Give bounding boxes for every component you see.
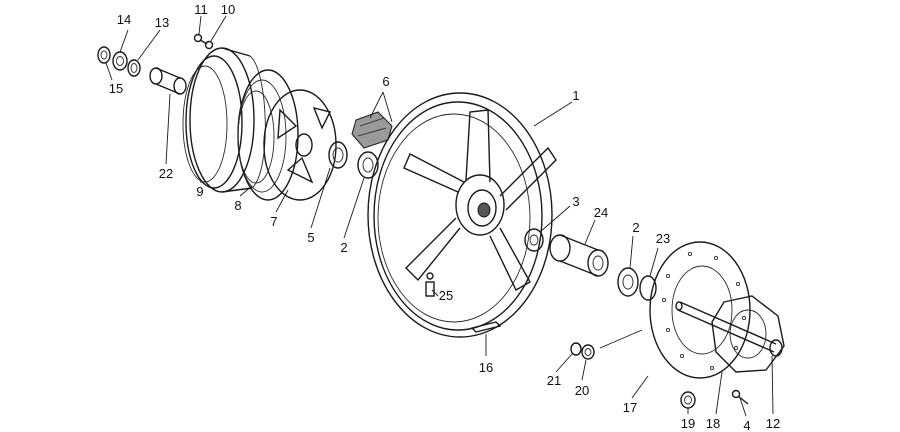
callout-8: 8 bbox=[234, 198, 241, 213]
part-25-valve bbox=[425, 281, 435, 297]
callout-22: 22 bbox=[159, 166, 173, 181]
part-9-brake-drum bbox=[182, 47, 266, 193]
callout-5: 5 bbox=[307, 230, 314, 245]
part-10-washer bbox=[204, 40, 214, 50]
callout-12: 12 bbox=[766, 416, 780, 431]
part-13-washer bbox=[127, 59, 141, 77]
part-21-washer bbox=[570, 342, 582, 356]
callout-10: 10 bbox=[221, 2, 235, 17]
callout-23: 23 bbox=[656, 231, 670, 246]
callout-25: 25 bbox=[439, 288, 453, 303]
callout-13: 13 bbox=[155, 15, 169, 30]
callout-2-right: 2 bbox=[632, 220, 639, 235]
part-2-bearing-right bbox=[617, 267, 639, 297]
callout-24: 24 bbox=[594, 205, 608, 220]
part-20-washer bbox=[581, 344, 595, 360]
callout-21: 21 bbox=[547, 373, 561, 388]
callout-9: 9 bbox=[196, 184, 203, 199]
part-7-brake-plate bbox=[263, 89, 337, 201]
part-3-spindle-end bbox=[524, 228, 544, 252]
part-15-nut bbox=[97, 46, 111, 64]
part-14-washer bbox=[112, 51, 128, 71]
callout-3: 3 bbox=[572, 194, 579, 209]
part-22-spacer bbox=[149, 67, 187, 95]
callout-15: 15 bbox=[109, 81, 123, 96]
callout-18: 18 bbox=[706, 416, 720, 431]
part-23-circlip bbox=[639, 275, 657, 301]
callout-11: 11 bbox=[194, 2, 208, 17]
callout-19: 19 bbox=[681, 416, 695, 431]
callout-1: 1 bbox=[572, 88, 579, 103]
callout-4: 4 bbox=[743, 418, 750, 432]
part-11-screw bbox=[193, 33, 208, 45]
part-12-axle bbox=[675, 301, 783, 357]
part-4-bolt bbox=[731, 389, 749, 405]
part-5-seal bbox=[328, 141, 348, 169]
part-18-carrier bbox=[711, 295, 785, 373]
callout-6: 6 bbox=[382, 74, 389, 89]
callouts: 14 13 15 11 10 22 9 8 7 5 2 6 1 3 24 2 2… bbox=[109, 2, 780, 432]
callout-7: 7 bbox=[270, 214, 277, 229]
callout-17: 17 bbox=[623, 400, 637, 415]
callout-2-left: 2 bbox=[340, 240, 347, 255]
part-19-nut bbox=[680, 391, 696, 409]
part-16-weight bbox=[470, 321, 502, 333]
part-1-wheel bbox=[367, 92, 557, 338]
part-8-brake-ring bbox=[237, 69, 299, 201]
part-2-bearing-left bbox=[357, 151, 379, 179]
part-24-sleeve bbox=[549, 234, 609, 277]
callout-14: 14 bbox=[117, 12, 131, 27]
callout-16: 16 bbox=[479, 360, 493, 375]
callout-20: 20 bbox=[575, 383, 589, 398]
leader-lines bbox=[105, 15, 774, 417]
